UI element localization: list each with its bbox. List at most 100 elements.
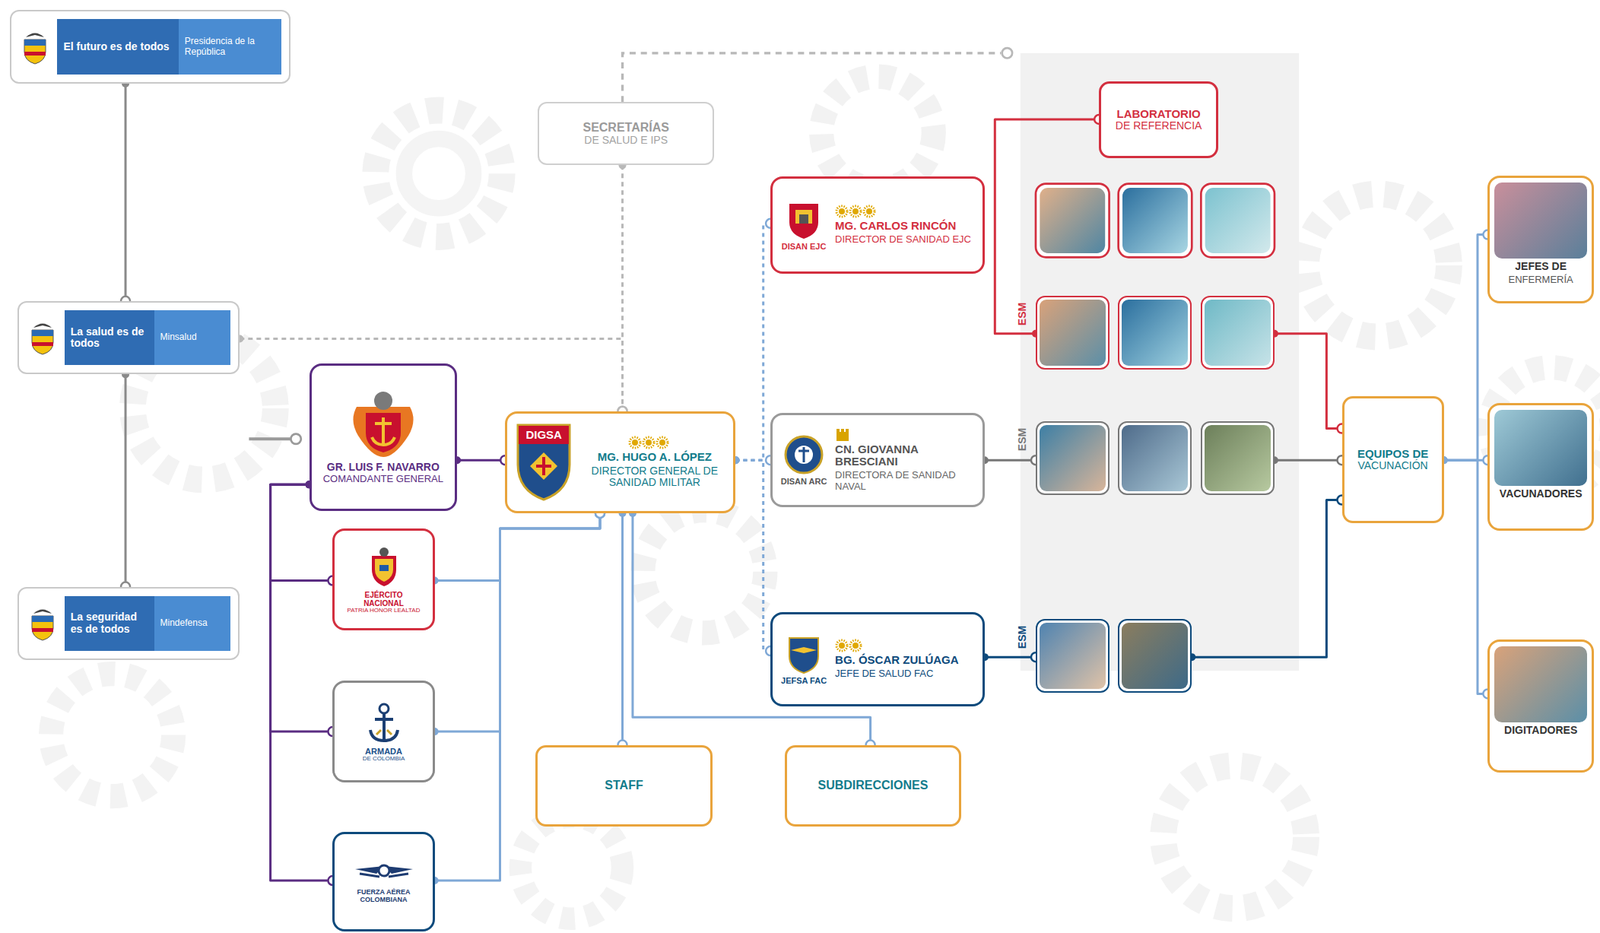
connector [735,460,771,651]
role-name: DIGITADORES [1504,724,1578,737]
photo [1494,409,1588,486]
force-emblem-graphic [361,545,407,591]
photo-strip: ESM [1035,295,1275,373]
photo-strip: ESM [1035,421,1275,499]
text-column: MG. CARLOS RINCÓNDIRECTOR DE SANIDAD EJC [834,204,977,245]
box-heading: SUBDIRECCIONES [817,778,928,793]
box-heading: SECRETARÍAS [582,120,670,135]
label-box: STAFF [535,745,712,827]
box-subheading: DE SALUD E IPS [584,134,668,147]
entity-name: Mindefensa [154,596,232,652]
force-motto: PATRIA HONOR LEALTAD [347,607,421,615]
rank-insignia [834,204,889,219]
logo-box: La seguridad es de todosMindefensa [17,587,241,661]
connector [270,484,334,732]
force-emblem [353,858,415,889]
logo-box: La salud es de todosMinsalud [17,301,241,375]
slogan: La salud es de todos [64,310,155,366]
unit-logo [783,633,825,675]
connector [1444,234,1489,461]
photo [1039,622,1106,689]
logo-column: JEFSA FAC [778,633,829,686]
box-heading: LABORATORIO [1117,107,1201,121]
photo [1121,299,1188,366]
force-box: ARMADADE COLOMBIA [332,680,435,783]
banner: La salud es de todosMinsalud [64,310,232,366]
rank-insignia [628,435,682,450]
force-motto: DE COLOMBIA [362,755,406,763]
role-subname: ENFERMERÍA [1508,274,1574,286]
entity-name: Presidencia de la República [178,19,283,75]
box-subheading: VACUNACIÓN [1357,460,1428,472]
officer-name: CN. GIOVANNA BRESCIANI [834,443,977,469]
connector [434,513,600,732]
photo [1039,299,1106,366]
strip-label-text: ESM [1015,625,1029,649]
force-emblem [361,701,407,747]
photo [1121,425,1188,492]
rank-insignia [834,428,889,442]
text-column: CN. GIOVANNA BRESCIANIDIRECTORA DE SANID… [834,428,977,493]
unit-logo-graphic [783,434,825,476]
connector [270,484,334,881]
photo [1121,622,1188,689]
photo [1204,425,1271,492]
role-box: DIGITADORES [1487,639,1594,772]
strip-label: ESM [1012,297,1032,331]
officer-title: DIRECTOR DE SANIDAD EJC [834,234,977,246]
unit-acronym: JEFSA FAC [780,676,827,686]
rank-insignia-graphic [834,204,889,219]
connector [434,513,600,581]
strip-label: ESM [1012,422,1032,457]
force-box: FUERZA AÉREA COLOMBIANA [332,831,435,933]
rank-insignia-graphic [628,435,682,450]
box-heading: STAFF [604,778,643,793]
box-subheading: DE REFERENCIA [1115,120,1203,132]
photo [1494,182,1588,259]
strip-label-text: ESM [1015,428,1029,451]
officer-title: COMANDANTE GENERAL [323,473,444,485]
end-circle [290,434,301,445]
coat-of-arms [19,19,51,75]
unit-logo-graphic [783,199,825,241]
role-name: JEFES DE [1514,260,1567,273]
photo-frame [1117,421,1192,496]
text-column: MG. HUGO A. LÓPEZDIRECTOR GENERAL DE SAN… [581,435,727,489]
gear-watermarks [50,76,1600,920]
coat-of-arms-graphic [19,28,51,66]
coat-of-arms [26,596,59,652]
rank-insignia-graphic [834,638,889,653]
banner: La seguridad es de todosMindefensa [64,596,232,652]
connector [1444,460,1489,694]
photo-frame [1117,619,1192,693]
connector [621,513,624,746]
director-box: DIGSAMG. HUGO A. LÓPEZDIRECTOR GENERAL D… [504,411,736,514]
officer-name: MG. HUGO A. LÓPEZ [597,450,712,464]
photo-row [1035,184,1275,258]
label-box: EQUIPOS DEVACUNACIÓN [1342,396,1445,524]
unit-acronym: DISAN ARC [780,476,828,486]
connector [984,656,1036,659]
photo [1039,425,1106,492]
connector [1191,500,1342,658]
photo-frame [1035,295,1110,370]
label-box: SUBDIRECCIONES [784,745,962,827]
label-box: LABORATORIODE REFERENCIA [1098,81,1219,159]
photo-frame [1200,421,1275,496]
photo [1204,299,1271,366]
photo [1494,646,1588,723]
rank-insignia [834,638,889,653]
officer-name: BG. ÓSCAR ZULÚAGA [834,653,977,667]
director-box: JEFSA FACBG. ÓSCAR ZULÚAGAJEFE DE SALUD … [770,612,985,706]
connector [735,223,771,461]
connector [457,459,505,462]
panel-ground [1020,53,1299,671]
photo-frame [1035,619,1110,693]
role-box: JEFES DEENFERMERÍA [1487,175,1594,304]
slogan: La seguridad es de todos [64,596,155,652]
officer-title: DIRECTOR GENERAL DE SANIDAD MILITAR [581,465,727,489]
coat-of-arms-graphic [27,605,58,642]
connector [1274,333,1343,429]
info-box: SECRETARÍASDE SALUD E IPS [537,101,715,166]
command-crest-graphic [341,390,426,459]
